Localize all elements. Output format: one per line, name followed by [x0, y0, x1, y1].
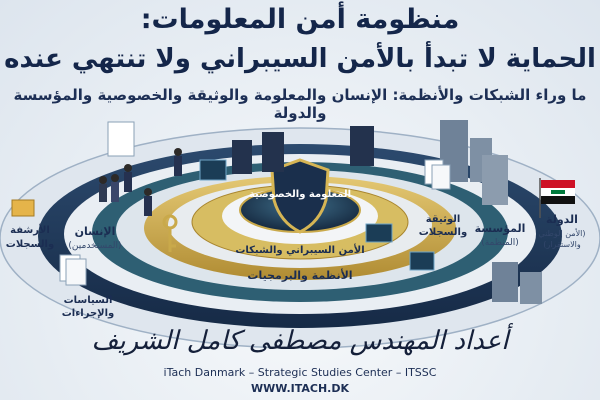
systems-layer-label: الأنظمة والبرمجيات — [247, 268, 352, 282]
core-label: المعلومة والخصوصية — [249, 189, 351, 200]
monitor-icon — [199, 159, 435, 271]
documents-icon — [424, 159, 451, 190]
documents-label-2: والسجلات — [419, 227, 467, 238]
documents-label-1: الوثيقة — [426, 214, 461, 225]
human-label: الإنسان — [75, 225, 116, 238]
key-icon — [162, 214, 178, 252]
people-icon — [99, 148, 182, 216]
folders-icon — [11, 121, 135, 286]
policies-label-1: السياسات — [64, 295, 113, 306]
title-line-1: منظومة أمن المعلومات: — [140, 4, 460, 35]
state-sub-label-2: والاستقرار) — [543, 240, 581, 249]
footer-org: iTach Danmark – Strategic Studies Center… — [163, 366, 437, 379]
org-label: المؤسسة — [475, 222, 526, 235]
subtitle: ما وراء الشبكات والأنظمة: الإنسان والمعل… — [13, 86, 587, 122]
state-sub-label-1: (الأمن الوطني — [538, 228, 585, 238]
signature: أعداد المهندس مصطفى كامل الشريف — [91, 326, 509, 356]
shield-icon — [270, 158, 330, 234]
archives-label-2: والسجلات — [6, 239, 54, 250]
footer-url[interactable]: WWW.ITACH.DK — [250, 382, 350, 395]
iraq-flag-icon — [539, 178, 575, 218]
policies-label-2: والإجراءات — [62, 308, 115, 319]
archives-label-1: الأرشفة — [10, 223, 50, 236]
org-sub-label: (المنظمة) — [481, 238, 519, 248]
cyber-layer-label: الأمن السيبراني والشبكات — [235, 243, 364, 256]
human-sub-label: (المستخدمين) — [68, 241, 121, 251]
state-label: الدولة — [546, 213, 578, 226]
servers-icon — [232, 126, 374, 174]
title-line-2: الحماية لا تبدأ بالأمن السيبراني ولا تنت… — [4, 44, 596, 74]
buildings-icon — [440, 120, 542, 304]
